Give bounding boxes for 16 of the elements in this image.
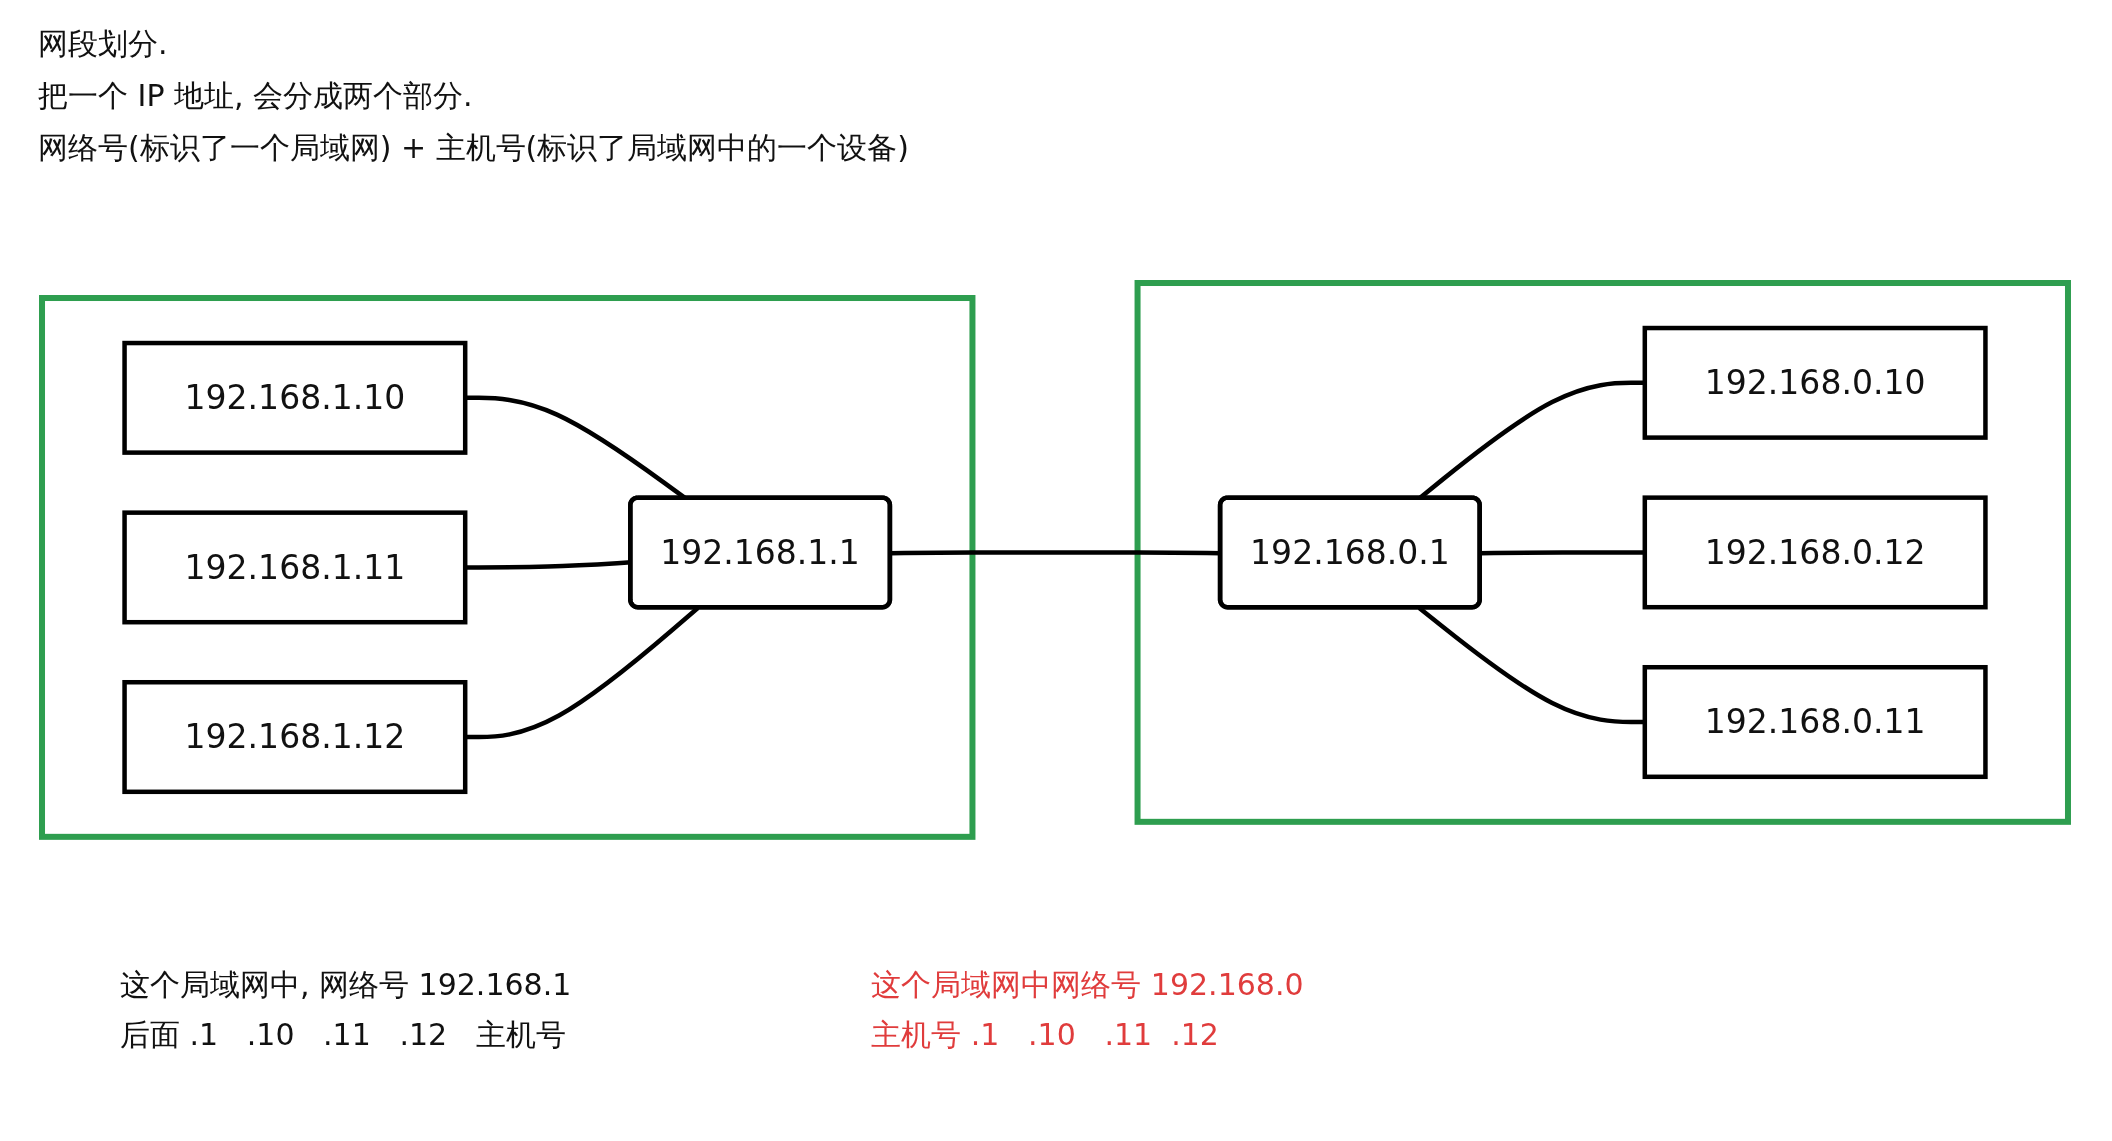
node-box: 192.168.0.10 — [1642, 325, 1988, 440]
note-text: 网络号(标识了一个局域网) + 主机号(标识了局域网中的一个设备) — [38, 129, 910, 167]
note-text: 这个局域网中, 网络号 192.168.1 — [120, 966, 572, 1004]
node-box: 192.168.0.12 — [1642, 495, 1988, 610]
cluster — [39, 295, 976, 840]
node-box: 192.168.0.11 — [1642, 665, 1988, 780]
note-text: 主机号 .1 .10 .11 .12 — [871, 1016, 1220, 1054]
note-text: 这个局域网中网络号 192.168.0 — [871, 966, 1304, 1004]
node-box: 192.168.1.11 — [122, 510, 468, 625]
note-text: 后面 .1 .10 .11 .12 主机号 — [120, 1016, 567, 1054]
node-box: 192.168.1.10 — [122, 340, 468, 455]
note-text: 把一个 IP 地址, 会分成两个部分. — [38, 77, 474, 115]
cluster — [1134, 280, 2071, 825]
connector — [1480, 550, 1645, 556]
node-box: 192.168.1.12 — [122, 680, 468, 795]
note-text: 网段划分. — [38, 25, 169, 63]
